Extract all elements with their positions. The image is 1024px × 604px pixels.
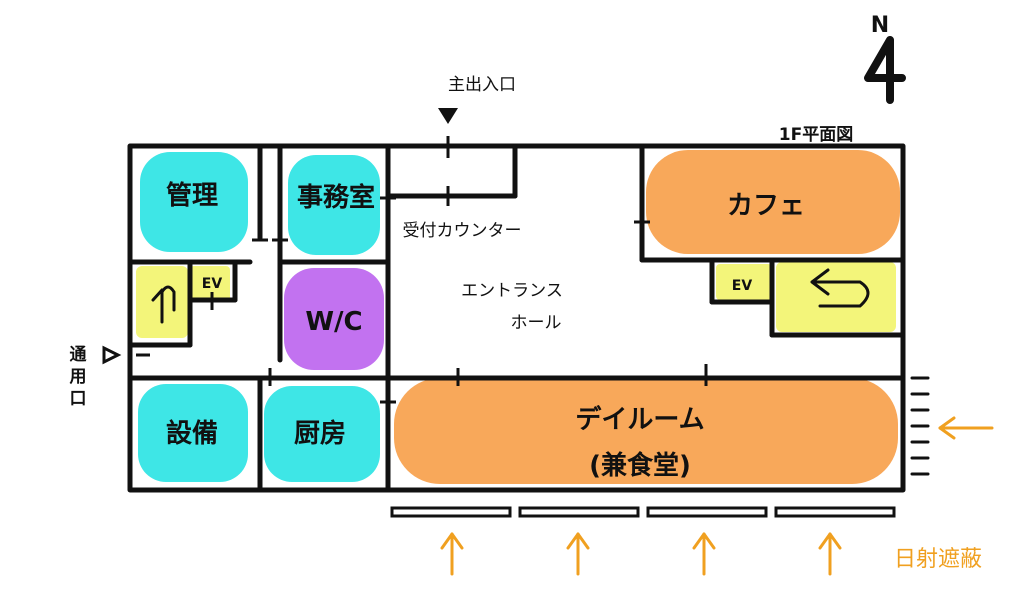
- fill-chubo: [264, 386, 380, 482]
- room-label-ev-right: EV: [732, 278, 753, 294]
- fill-dayroom: [394, 378, 898, 484]
- room-label-ev-left: EV: [202, 276, 223, 292]
- fill-setsubi: [138, 384, 248, 482]
- room-label-setsubi: 設備: [166, 418, 218, 449]
- fill-kanri: [140, 152, 248, 252]
- sun-arrow-icon: [692, 532, 716, 576]
- walls: [127, 143, 906, 493]
- fill-ev-left: [190, 266, 230, 302]
- room-label-jimushitsu: 事務室: [297, 182, 375, 213]
- south-sunshade-panels: [390, 506, 896, 518]
- hall-label-1: エントランス: [461, 281, 563, 301]
- east-louvers: [910, 376, 930, 476]
- room-label-kanri: 管理: [166, 181, 218, 211]
- room-fills: [136, 150, 900, 484]
- fill-wc: [284, 268, 384, 370]
- fill-ev-right: [716, 264, 772, 300]
- plan-title: 1F平面図: [779, 125, 853, 145]
- sun-arrow-icon: [440, 532, 464, 576]
- service-entrance-label-2: 用: [70, 367, 87, 387]
- door-marks: [136, 136, 708, 404]
- room-label-dayroom-2: (兼食堂): [589, 450, 691, 481]
- stair-left-arrow: [151, 285, 176, 324]
- north-letter: N: [871, 13, 889, 38]
- main-entrance-label: 主出入口: [448, 75, 516, 95]
- room-label-chubo: 厨房: [294, 419, 346, 449]
- sun-arrows: [440, 416, 994, 576]
- service-entrance-label-3: 口: [70, 389, 87, 409]
- sunshade-label: 日射遮蔽: [894, 547, 982, 572]
- fill-cafe: [646, 150, 900, 254]
- sun-arrow-icon: [818, 532, 842, 576]
- sun-arrow-icon: [938, 416, 994, 440]
- room-label-dayroom-1: デイルーム: [575, 404, 704, 435]
- north-arrow-icon: [864, 36, 906, 104]
- sun-arrow-icon: [566, 532, 590, 576]
- fill-stair-right: [776, 262, 896, 332]
- fill-jimushitsu: [288, 155, 380, 255]
- stair-right-arrow: [810, 268, 870, 308]
- counter-label: 受付カウンター: [403, 221, 522, 241]
- room-label-wc: W/C: [305, 307, 362, 337]
- service-entrance-marker-icon: [102, 345, 122, 365]
- service-entrance-label-1: 通: [70, 345, 87, 365]
- hall-label-2: ホール: [511, 313, 562, 333]
- room-label-cafe: カフェ: [727, 191, 805, 221]
- main-entrance-marker-icon: [438, 108, 458, 124]
